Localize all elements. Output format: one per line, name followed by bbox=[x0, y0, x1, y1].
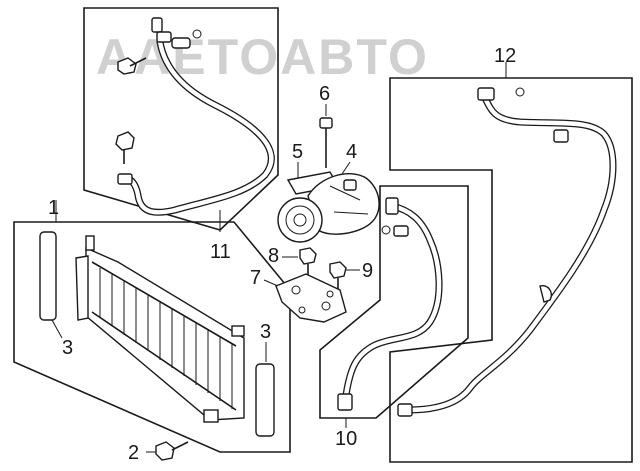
hose-assembly-10: 10 bbox=[319, 185, 469, 450]
compressor-clutch-pulley bbox=[277, 197, 323, 243]
compressor-4 bbox=[277, 173, 380, 243]
pipe-clip bbox=[553, 129, 569, 143]
callout-6: 6 bbox=[319, 83, 330, 105]
o-ring-liquid bbox=[515, 87, 525, 97]
receiver-dryer-right bbox=[255, 363, 275, 437]
condenser-bracket-bottom bbox=[203, 409, 219, 423]
mounting-bracket-7 bbox=[275, 273, 347, 323]
condenser-assembly-1: 1 3 3 bbox=[13, 197, 291, 453]
bolt-upper-left bbox=[117, 57, 147, 75]
compressor-assembly: 6 5 4 8 9 bbox=[250, 83, 380, 323]
callout-9: 9 bbox=[362, 260, 373, 282]
callout-3-left: 3 bbox=[62, 337, 73, 359]
callout-1: 1 bbox=[48, 197, 59, 219]
hose-assembly-11: 11 bbox=[83, 7, 279, 263]
bolt-2: 2 bbox=[128, 441, 189, 464]
callout-10: 10 bbox=[335, 428, 357, 450]
fitting-cap bbox=[151, 17, 163, 33]
group-box-11 bbox=[83, 7, 279, 231]
o-ring bbox=[192, 29, 202, 39]
callout-5: 5 bbox=[292, 141, 303, 163]
liquid-line-12: 12 bbox=[389, 45, 633, 463]
hose-fitting-top bbox=[156, 31, 172, 43]
callout-7: 7 bbox=[250, 267, 261, 289]
condenser-core bbox=[75, 235, 245, 423]
liquid-line-fitting bbox=[477, 87, 495, 101]
bolt-8 bbox=[299, 247, 317, 276]
callout-11: 11 bbox=[210, 241, 231, 263]
pipe-clamp bbox=[539, 285, 552, 303]
receiver-dryer-left bbox=[39, 231, 57, 321]
group-box-12 bbox=[389, 77, 633, 463]
liquid-line-end bbox=[397, 403, 413, 417]
suction-fitting-bottom bbox=[337, 393, 353, 411]
watermark: AAETOABTO bbox=[96, 29, 429, 85]
bolt-9 bbox=[329, 261, 347, 290]
condenser-pipe-stub bbox=[231, 325, 245, 337]
hose-clamp-block bbox=[171, 37, 191, 49]
o-ring-small bbox=[381, 225, 391, 235]
group-box-10 bbox=[319, 185, 469, 419]
callout-8: 8 bbox=[268, 245, 279, 267]
group-box-1 bbox=[13, 221, 291, 453]
suction-fitting-top bbox=[385, 197, 399, 215]
callout-3-right: 3 bbox=[260, 321, 271, 343]
callout-12: 12 bbox=[494, 45, 516, 67]
callout-2: 2 bbox=[128, 442, 139, 464]
callout-4: 4 bbox=[346, 141, 357, 163]
bolt-6 bbox=[319, 117, 333, 168]
condenser-bracket-top bbox=[85, 235, 95, 251]
bolt-middle-left bbox=[115, 131, 135, 164]
hose-end-fitting bbox=[117, 173, 133, 185]
